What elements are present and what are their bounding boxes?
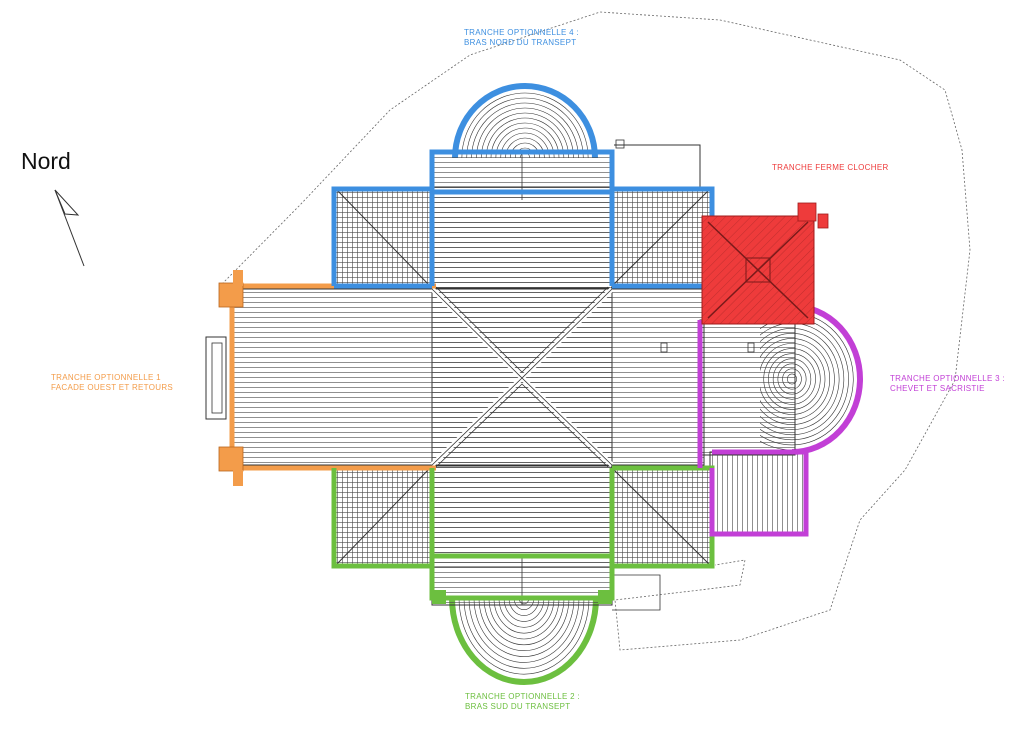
tranche-1-label: TRANCHE OPTIONNELLE 1 FACADE OUEST ET RE… <box>51 373 173 393</box>
tranche-1-title: TRANCHE OPTIONNELLE 1 <box>51 373 161 382</box>
tranche-ferme-title: TRANCHE FERME CLOCHER <box>772 163 889 172</box>
tranche-3-subtitle: CHEVET ET SACRISTIE <box>890 384 985 393</box>
sacristy-roof <box>709 451 807 533</box>
chancel-roof <box>699 319 796 456</box>
west-porch <box>205 336 227 420</box>
tranche-3-label: TRANCHE OPTIONNELLE 3 : CHEVET ET SACRIS… <box>890 374 1005 394</box>
north-label: Nord <box>21 148 71 174</box>
tranche-3-title: TRANCHE OPTIONNELLE 3 : <box>890 374 1005 383</box>
tranche-2-subtitle: BRAS SUD DU TRANSEPT <box>465 702 571 711</box>
site-boundary <box>221 11 971 651</box>
nave-roof <box>233 288 705 466</box>
north-arrow <box>54 189 85 267</box>
tranche-2-title: TRANCHE OPTIONNELLE 2 : <box>465 692 580 701</box>
tranche-1-subtitle: FACADE OUEST ET RETOURS <box>51 383 174 392</box>
tranche-4-subtitle: BRAS NORD DU TRANSEPT <box>464 38 577 47</box>
tranche-4-title: TRANCHE OPTIONNELLE 4 : <box>464 28 579 37</box>
tranche-ferme-label: TRANCHE FERME CLOCHER <box>772 163 889 173</box>
bell-tower <box>701 202 829 325</box>
tranche-4-label: TRANCHE OPTIONNELLE 4 : BRAS NORD DU TRA… <box>464 28 579 48</box>
tranche-2-label: TRANCHE OPTIONNELLE 2 : BRAS SUD DU TRAN… <box>465 692 580 712</box>
tranche-3-outline <box>697 320 809 537</box>
